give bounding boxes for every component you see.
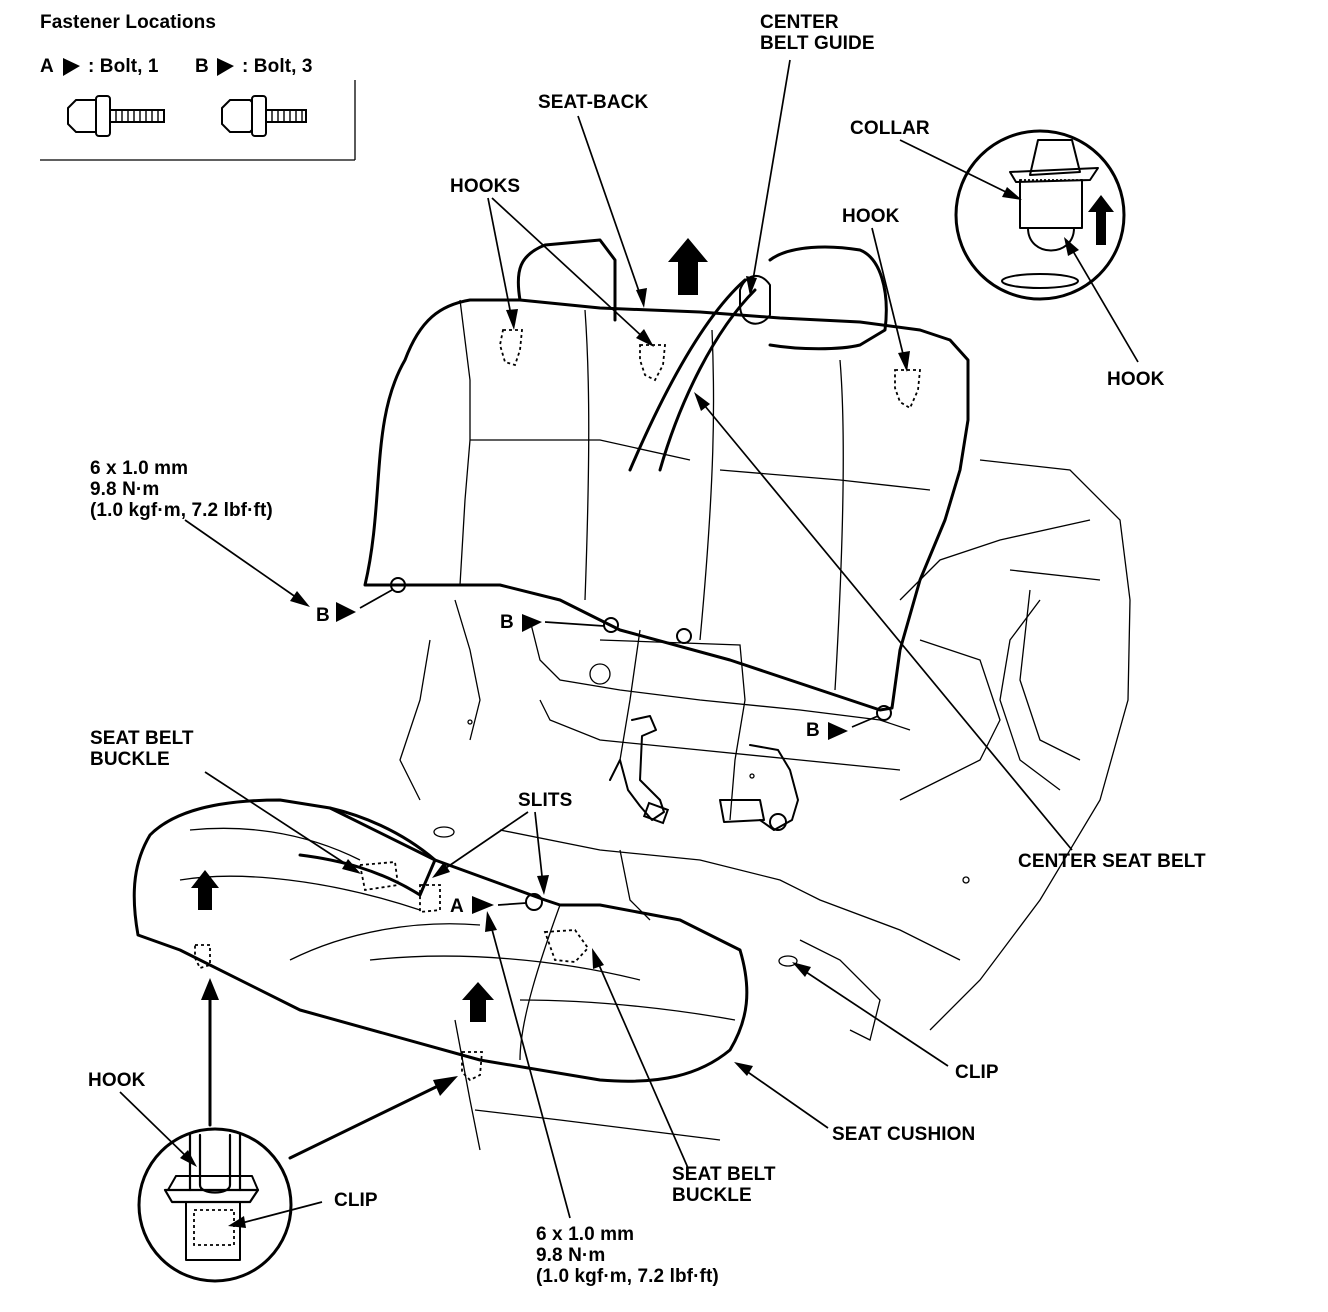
legend-b-letter: B <box>195 56 209 77</box>
torque-upper-label: 6 x 1.0 mm 9.8 N·m (1.0 kgf·m, 7.2 lbf·f… <box>90 458 273 521</box>
bolt-b-right-marker-icon <box>828 722 848 740</box>
collar-label: COLLAR <box>850 118 930 139</box>
bolt-b-mid-label: B <box>500 612 514 633</box>
bolt-a-label: A <box>450 896 464 917</box>
seat-back-label: SEAT-BACK <box>538 92 649 113</box>
floor-pan <box>399 459 1131 1151</box>
clip-lower-label: CLIP <box>334 1190 378 1211</box>
bolt-b-left-label: B <box>316 605 330 626</box>
legend-a-letter: A <box>40 56 54 77</box>
bolt-a-drawing-marker-icon <box>472 896 494 914</box>
hooks-label: HOOKS <box>450 176 521 197</box>
torque-lower-label: 6 x 1.0 mm 9.8 N·m (1.0 kgf·m, 7.2 lbf·f… <box>536 1224 719 1287</box>
inset-pointer-arrows <box>201 978 458 1160</box>
hook-detail-label: HOOK <box>1107 369 1165 390</box>
bolt-b-right-label: B <box>806 720 820 741</box>
legend-title: Fastener Locations <box>40 12 217 33</box>
bolt-b-icon <box>221 95 307 137</box>
seat-back <box>363 238 970 721</box>
legend-b-text: : Bolt, 3 <box>242 56 313 77</box>
bolt-b-left-marker-icon <box>336 602 356 622</box>
collar-detail-inset <box>954 129 1126 301</box>
seat-belt-buckle-lower-label: SEAT BELT BUCKLE <box>672 1164 776 1206</box>
hook-right-label: HOOK <box>842 206 900 227</box>
seat-cushion <box>132 798 749 1083</box>
hook-lower-label: HOOK <box>88 1070 146 1091</box>
legend-frame <box>40 80 356 161</box>
center-seat-belt-label: CENTER SEAT BELT <box>1018 851 1206 872</box>
lift-cushion-mid-arrow-icon <box>462 982 494 1022</box>
bolt-a-marker-icon <box>63 58 80 76</box>
legend-a-text: : Bolt, 1 <box>88 56 159 77</box>
seat-cushion-label: SEAT CUSHION <box>832 1124 976 1145</box>
slits-label: SLITS <box>518 790 573 811</box>
floor-buckles <box>609 715 799 831</box>
lift-cushion-left-arrow-icon <box>191 870 219 910</box>
hook-clip-detail-inset <box>137 1127 293 1283</box>
collar-up-arrow-icon <box>1088 195 1114 245</box>
leader-lines <box>119 59 1139 1228</box>
bolt-a-icon <box>67 95 165 137</box>
center-belt-guide-label: CENTER BELT GUIDE <box>760 12 875 54</box>
seat-belt-buckle-left-label: SEAT BELT BUCKLE <box>90 728 194 770</box>
clip-right-label: CLIP <box>955 1062 999 1083</box>
lift-seat-back-arrow-icon <box>668 238 708 295</box>
bolt-b-mid-marker-icon <box>522 614 542 632</box>
bolt-b-marker-icon <box>217 58 234 76</box>
